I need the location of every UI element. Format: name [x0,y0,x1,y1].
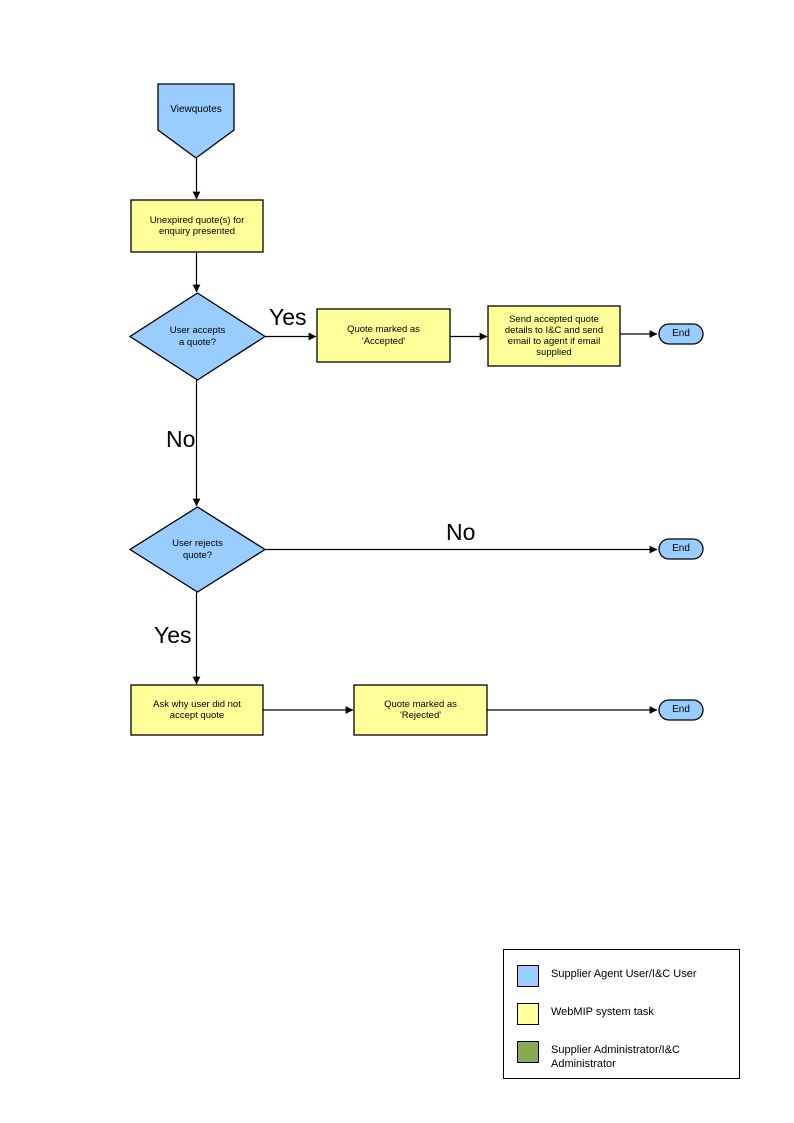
node-quote-marked-rejected[interactable] [353,684,488,736]
node-decision-user-rejects[interactable] [128,506,267,593]
node-decision-user-accepts[interactable] [128,292,267,381]
node-end-2[interactable] [658,538,704,560]
node-ask-why-not-accepted[interactable] [130,684,264,736]
legend-swatch-green-icon [517,1041,539,1063]
legend-label-supplier-admin: Supplier Administrator/I&C Administrator [551,1044,680,1070]
legend-panel: Supplier Agent User/I&C User WebMIP syst… [503,949,740,1079]
edge-label-yes-accepts: Yes [269,304,307,330]
legend-item-supplier-admin: Supplier Administrator/I&C Administrator [517,1041,680,1072]
node-unexpired-quotes[interactable] [130,199,264,253]
node-quote-marked-accepted[interactable] [316,308,451,363]
node-start-viewquotes[interactable] [157,83,235,159]
edge-label-no-accepts: No [166,426,196,452]
node-end-1[interactable] [658,323,704,345]
legend-item-webmip-task: WebMIP system task [517,1003,654,1025]
legend-swatch-blue-icon [517,965,539,987]
legend-label-webmip-task: WebMIP system task [551,1006,654,1018]
legend-swatch-yellow-icon [517,1003,539,1025]
legend-item-supplier-agent: Supplier Agent User/I&C User [517,965,697,987]
edge-label-no-rejects: No [446,519,476,545]
legend-label-supplier-agent: Supplier Agent User/I&C User [551,968,697,980]
node-end-3[interactable] [658,699,704,721]
edge-label-yes-rejects: Yes [154,622,192,648]
node-send-accepted-details[interactable] [487,305,621,367]
